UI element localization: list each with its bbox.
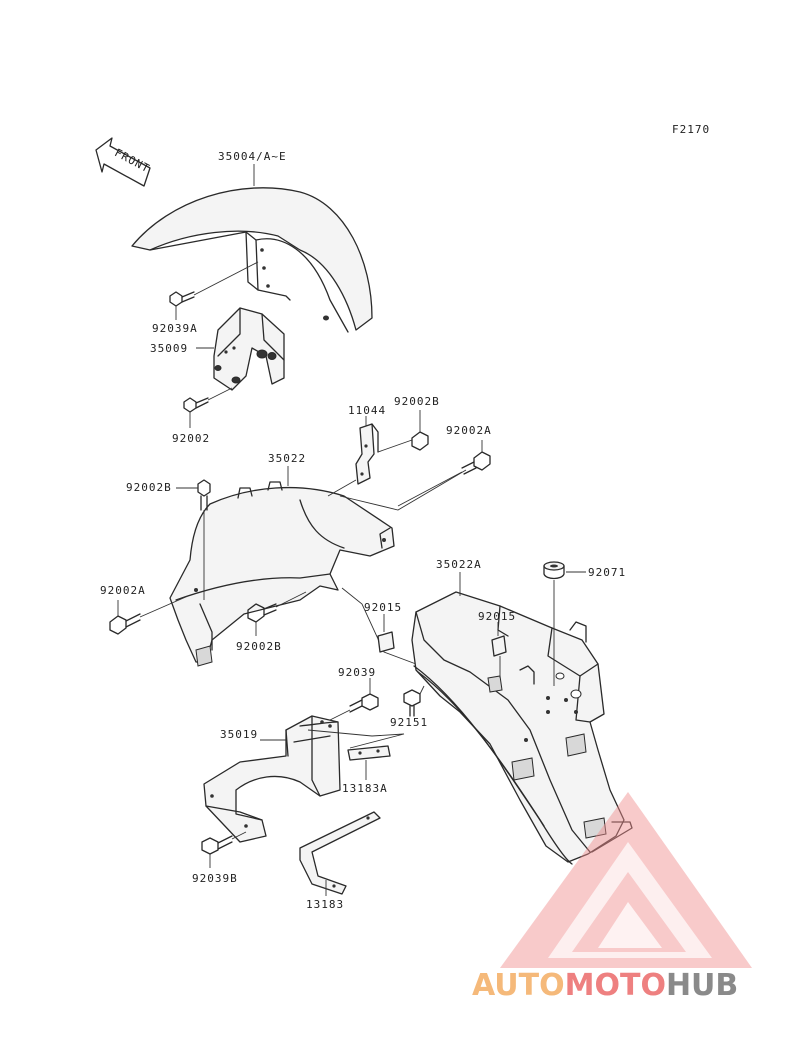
label-13183A: 13183A	[342, 782, 388, 795]
label-92015-b: 92015	[478, 610, 516, 623]
label-35009: 35009	[150, 342, 188, 355]
label-92015-a: 92015	[364, 601, 402, 614]
inner-fender-35022	[169, 466, 467, 667]
label-92039B: 92039B	[192, 872, 238, 885]
label-92002A-top: 92002A	[446, 424, 492, 437]
label-35019: 35019	[220, 728, 258, 741]
bolt-92002A-top	[397, 440, 491, 507]
bolt-92039	[325, 678, 379, 723]
watermark-hub: HUB	[666, 968, 738, 1003]
clip-92015-b	[491, 622, 507, 678]
bolt-92002B-top	[411, 410, 429, 451]
label-92039: 92039	[338, 666, 376, 679]
clip-92015-a	[377, 614, 395, 653]
label-92071: 92071	[588, 566, 626, 579]
bracket-35019	[203, 715, 341, 843]
bolt-92002B-low	[247, 591, 307, 636]
front-label: FRONT	[112, 146, 152, 175]
bolt-92002B-left	[176, 479, 211, 600]
label-92151: 92151	[390, 716, 428, 729]
label-35022A: 35022A	[436, 558, 482, 571]
stay-13183	[299, 811, 381, 896]
watermark-logo	[500, 792, 752, 968]
label-92002: 92002	[172, 432, 210, 445]
plate-13183A	[307, 729, 405, 780]
bracket-35009	[196, 307, 285, 391]
label-92039A: 92039A	[152, 322, 198, 335]
label-92002B-top: 92002B	[394, 395, 440, 408]
watermark-auto: AUTO	[472, 968, 565, 1003]
bolt-92002A-left	[109, 595, 189, 635]
diagram-code: F2170	[672, 123, 710, 136]
rear-fender-35022A	[411, 572, 633, 865]
bolt-92002	[183, 387, 233, 428]
label-11044: 11044	[348, 404, 386, 417]
watermark-text: AUTOMOTOHUB	[472, 968, 738, 1003]
screw-92151	[403, 685, 425, 717]
front-fender-35004	[131, 164, 373, 333]
label-35004: 35004/A~E	[218, 150, 287, 163]
bracket-11044	[355, 416, 413, 485]
front-arrow-icon: FRONT	[95, 137, 152, 187]
bolt-92039B	[201, 831, 247, 868]
label-35022: 35022	[268, 452, 306, 465]
grommet-92071	[543, 561, 586, 686]
label-92002B-low: 92002B	[236, 640, 282, 653]
label-13183: 13183	[306, 898, 344, 911]
label-92002B-left: 92002B	[126, 481, 172, 494]
label-92002A-left: 92002A	[100, 584, 146, 597]
watermark-moto: MOTO	[565, 968, 666, 1003]
bolt-92039A	[169, 261, 259, 320]
